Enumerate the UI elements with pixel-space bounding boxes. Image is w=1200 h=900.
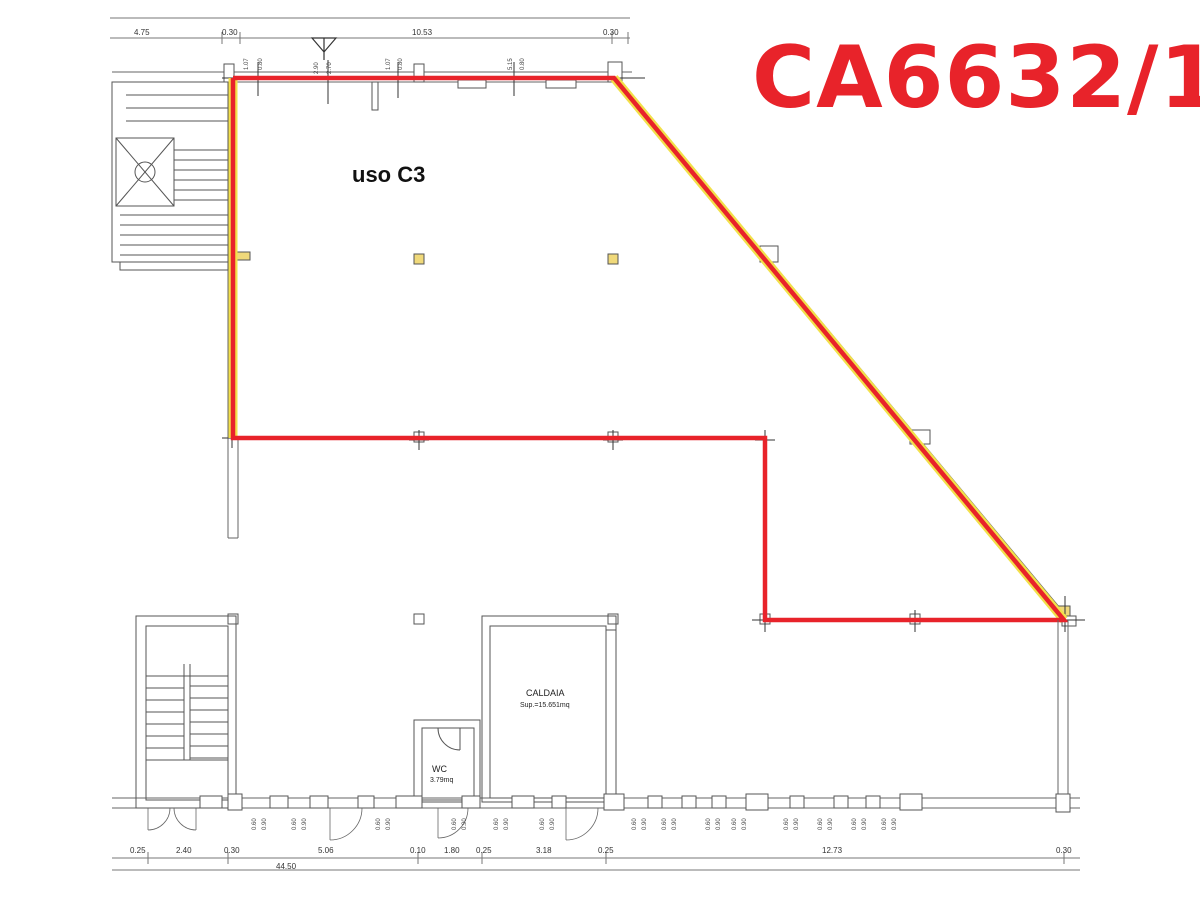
lower-walls [112,620,1080,809]
upper-walls [112,71,1071,621]
window-dim-l: 0.90 [550,818,556,830]
bottom-dim-3: 0.30 [224,846,240,855]
window-dim-x: 0.90 [828,818,834,830]
window-dim-t: 0.90 [742,818,748,830]
wc-room-area: 3.79mq [430,777,454,784]
bottom-dim-8: 3.18 [536,846,552,855]
bottom-dim-7: 0.25 [476,846,492,855]
top-small-dim-6: 0.80 [398,58,404,70]
window-dim-a: 0.60 [252,818,258,830]
window-dim-i: 0.60 [494,818,500,830]
window-dim-u: 0.60 [784,818,790,830]
window-dim-ab: 0.90 [892,818,898,830]
top-dim-4: 0.30 [603,28,619,37]
top-small-dim-7: 5.15 [508,58,514,70]
window-dim-e: 0.60 [376,818,382,830]
upper-stair-block [111,81,229,271]
columns [223,61,1077,627]
top-small-dim-5: 1.07 [386,58,392,70]
window-dim-q: 0.60 [706,818,712,830]
use-category-label: uso C3 [352,162,426,187]
top-small-dim-1: 1.07 [244,58,250,70]
window-dim-h: 0.90 [462,818,468,830]
top-dim-1: 4.75 [134,28,150,37]
bottom-windows [199,793,1071,813]
window-dim-d: 0.90 [302,818,308,830]
bottom-dim-1: 0.25 [130,846,146,855]
bottom-dim-9: 0.25 [598,846,614,855]
bottom-total-dim: 44.50 [276,862,297,871]
top-small-dim-8: 0.80 [520,58,526,70]
window-dim-b: 0.90 [262,818,268,830]
lower-stair-block [135,615,237,809]
bottom-dimension-line [112,852,1080,871]
window-dim-f: 0.90 [386,818,392,830]
window-dim-m: 0.60 [632,818,638,830]
top-dimension-line [110,17,630,44]
top-windows [371,79,577,111]
perimeter-outline [228,75,1069,623]
window-dim-s: 0.60 [732,818,738,830]
bottom-dim-5: 0.10 [410,846,426,855]
window-dim-aa: 0.60 [882,818,888,830]
bottom-dim-10: 12.73 [822,846,843,855]
bottom-dim-11: 0.30 [1056,846,1072,855]
door-swings [147,807,599,841]
window-dim-v: 0.90 [794,818,800,830]
top-small-dim-2: 0.80 [258,58,264,70]
window-dim-c: 0.60 [292,818,298,830]
caldaia-room-area: Sup.=15.651mq [520,702,570,709]
window-dim-j: 0.90 [504,818,510,830]
window-dim-r: 0.90 [716,818,722,830]
section-marker-icon [310,37,338,60]
bottom-dim-4: 5.06 [318,846,334,855]
caldaia-room-name: CALDAIA [526,688,565,698]
reference-code: CA6632/1 [752,28,1200,128]
window-dim-o: 0.60 [662,818,668,830]
top-dim-2: 0.30 [222,28,238,37]
window-dim-n: 0.90 [642,818,648,830]
top-small-dim-3: 2.90 [314,62,320,74]
top-small-dim-4: 2.70 [327,62,333,74]
window-dim-p: 0.90 [672,818,678,830]
caldaia-room-walls [481,615,617,803]
window-dim-k: 0.60 [540,818,546,830]
bottom-dim-2: 2.40 [176,846,192,855]
bottom-dim-6: 1.80 [444,846,460,855]
wc-room-name: WC [432,764,447,774]
window-dim-w: 0.60 [818,818,824,830]
top-dim-3: 10.53 [412,28,433,37]
wc-room-walls [413,719,481,803]
window-dim-z: 0.90 [862,818,868,830]
grid-ticks [222,60,1085,632]
window-dim-g: 0.60 [452,818,458,830]
window-dim-y: 0.60 [852,818,858,830]
